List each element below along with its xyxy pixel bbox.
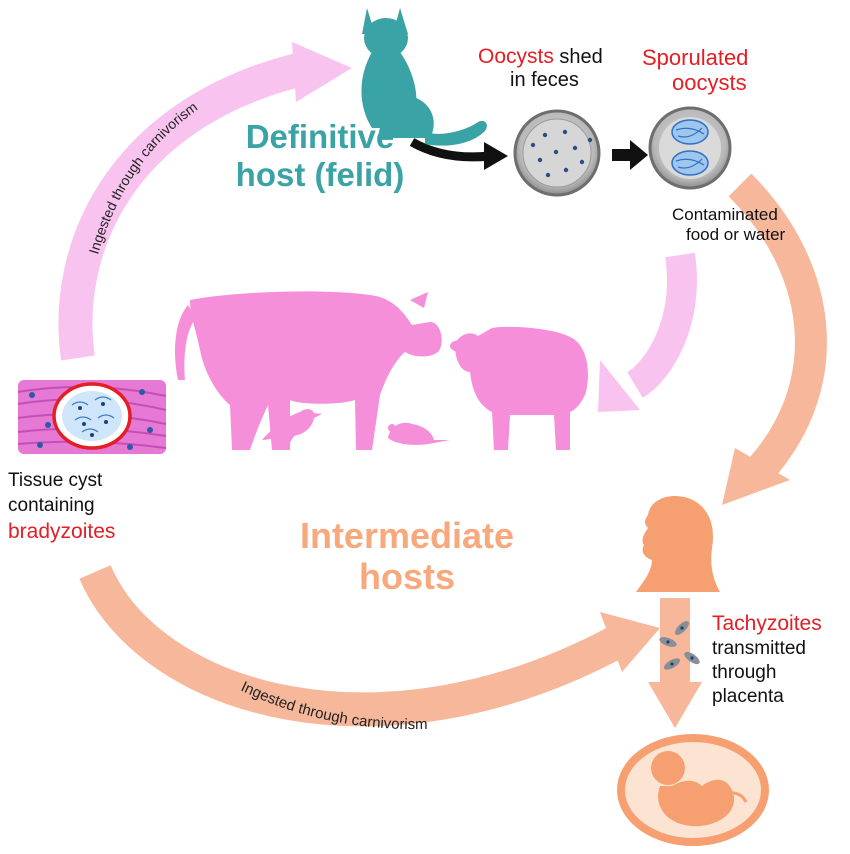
cat-icon [361, 8, 487, 146]
through-word: through [712, 661, 777, 683]
tissue-line1: Tissue cyst [8, 470, 103, 491]
oocysts-red-word: Oocysts [478, 45, 554, 68]
definitive-line1: Definitive [245, 118, 395, 155]
bird-icon [262, 409, 322, 446]
contaminated-line2: food or water [686, 224, 786, 244]
bradyzoites-word: bradyzoites [8, 519, 116, 543]
tissue-cyst-icon [17, 380, 167, 454]
contaminated-label: Contaminated food or water [672, 205, 832, 244]
in-feces-word: in feces [510, 69, 579, 92]
transmitted-word: transmitted [712, 638, 806, 660]
sporulated-dish-icon [648, 106, 732, 190]
sporulated-line1: Sporulated [642, 45, 749, 70]
arrow-oocysts-to-sporulated [612, 140, 648, 170]
intermediate-hosts-label: Intermediate hosts [262, 515, 552, 598]
arrow-oocysts-to-human [722, 173, 827, 505]
sheep-icon [450, 326, 588, 450]
sporulated-line2: oocysts [672, 70, 747, 96]
definitive-line2: host (felid) [235, 155, 405, 193]
mouse-icon [388, 422, 450, 445]
tissue-line2: containing [8, 494, 95, 516]
oocyst-dish-icon [513, 109, 601, 197]
oocysts-shed-label: Oocysts shed in feces [478, 45, 618, 92]
arrow-carnivorism-to-human [79, 564, 660, 727]
contaminated-line1: Contaminated [672, 205, 778, 224]
tachyzoite-icon [659, 621, 700, 670]
arrow-food-to-animals [598, 252, 697, 412]
definitive-host-label: Definitive host (felid) [220, 118, 420, 194]
tachyzoites-word: Tachyzoites [712, 612, 822, 635]
oocysts-shed-word: shed [553, 46, 603, 68]
tissue-cyst-label: Tissue cyst containing bradyzoites [8, 470, 178, 544]
placenta-word: placenta [712, 685, 784, 707]
intermediate-line2: hosts [358, 556, 455, 598]
human-head-icon [636, 495, 720, 592]
arrow-carnivorism-to-cat [58, 42, 352, 361]
tachyzoites-label: Tachyzoites transmitted through placenta [712, 612, 850, 708]
sporulated-oocysts-label: Sporulated oocysts [642, 45, 782, 96]
fetus-icon [617, 734, 769, 846]
cow-icon [175, 291, 442, 450]
arrow-cat-to-oocysts [409, 138, 508, 170]
intermediate-line1: Intermediate [299, 515, 515, 556]
